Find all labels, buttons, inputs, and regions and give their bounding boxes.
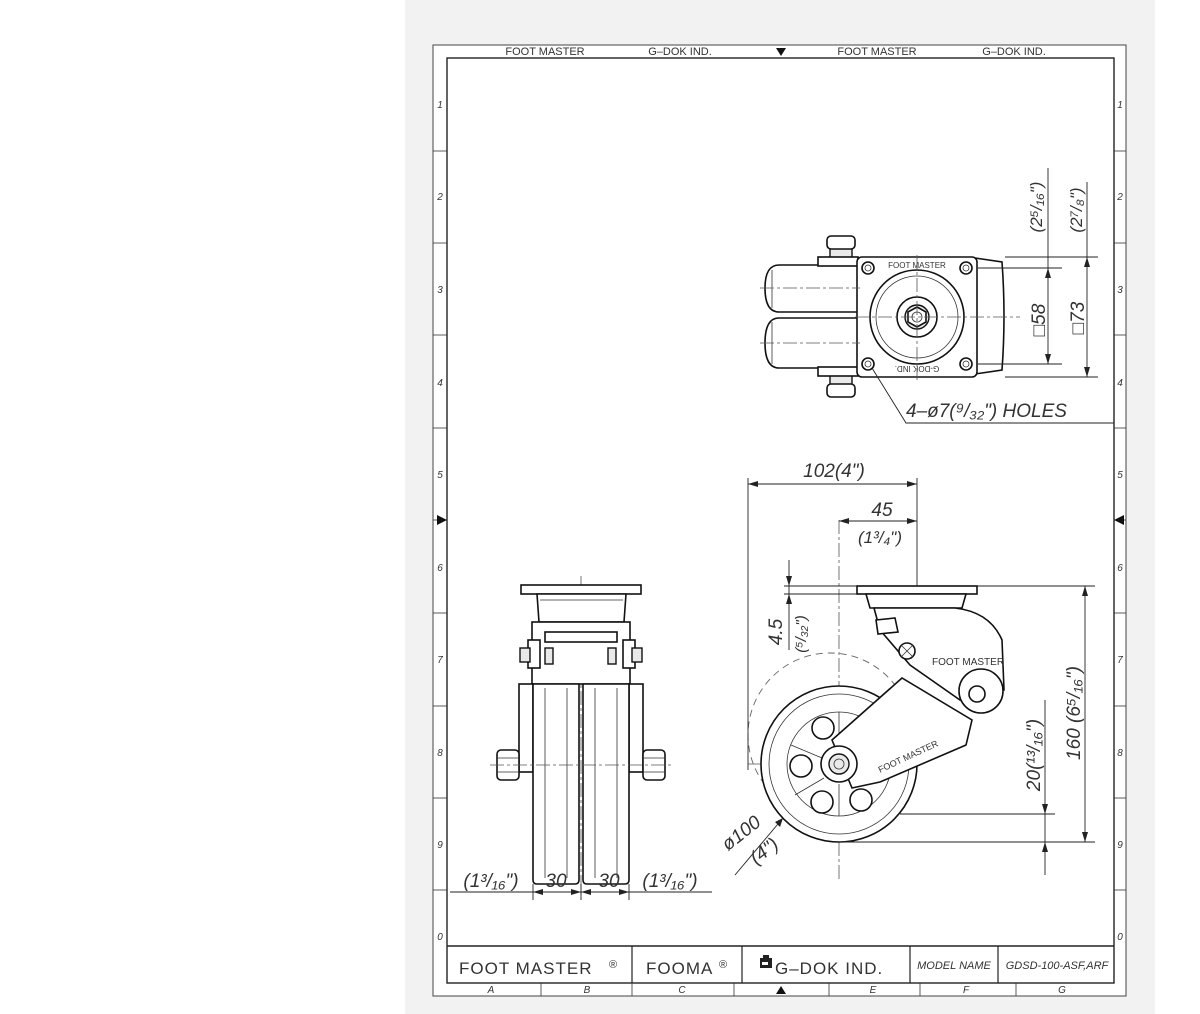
top-center-marker (776, 48, 786, 56)
title-brand2-mark: ® (719, 959, 727, 971)
dim-plate-inch: (⁵/₃₂") (793, 615, 810, 652)
top-label-2: G–DOK IND. (648, 46, 712, 58)
title-model-label: MODEL NAME (917, 960, 991, 972)
column-label: F (963, 985, 970, 996)
dim-offset: 45 (871, 500, 893, 521)
drawing-frame (432, 44, 1127, 997)
row-label: 1 (1117, 100, 1123, 111)
bottom-center-marker (776, 986, 786, 994)
dim-axle: 20(¹³/₁₆") (1024, 719, 1045, 792)
title-brand2: FOOMA (646, 959, 713, 978)
row-label: 1 (437, 100, 443, 111)
row-labels-right: 1 2 3 4 5 6 7 8 9 0 (1116, 100, 1123, 943)
row-label: 6 (437, 563, 443, 574)
front-dim-left-inch: (1³/₁₆") (463, 871, 518, 892)
right-center-marker (1114, 515, 1124, 525)
top-label-4: G–DOK IND. (982, 46, 1046, 58)
row-label: 2 (1116, 192, 1123, 203)
row-label: 9 (437, 840, 443, 851)
title-brand-mark: ® (609, 959, 617, 971)
row-label: 5 (1117, 470, 1123, 481)
dim-plate: 4.5 (766, 618, 787, 645)
side-view: FOOT MASTER FOOT MASTER 102(4") 45 (1³/₄… (718, 461, 1095, 880)
row-label: 8 (1117, 748, 1123, 759)
column-labels: A B C E F G (487, 985, 1066, 996)
row-label: 9 (1117, 840, 1123, 851)
title-brand: FOOT MASTER (459, 959, 592, 978)
row-label: 3 (1117, 285, 1123, 296)
title-model-value: GDSD-100-ASF,ARF (1006, 960, 1110, 972)
front-dim-right: 30 (598, 871, 620, 892)
title-company: G–DOK IND. (775, 959, 883, 978)
row-label: 4 (1117, 378, 1123, 389)
top-border-labels: FOOT MASTER G–DOK IND. FOOT MASTER G–DOK… (505, 46, 1045, 58)
row-label: 0 (437, 932, 443, 943)
dim-offset-total: 102(4") (803, 461, 865, 482)
side-label-arm: FOOT MASTER (932, 657, 1004, 668)
title-block: FOOT MASTER ® FOOMA ® G–DOK IND. MODEL N… (447, 945, 1114, 983)
front-dim-left: 30 (545, 871, 567, 892)
row-label: 4 (437, 378, 443, 389)
column-label: B (584, 985, 591, 996)
row-label: 7 (1117, 655, 1123, 666)
column-label: A (487, 985, 495, 996)
top-label-3: FOOT MASTER (837, 46, 916, 58)
holes-note: 4–ø7(⁹/₃₂") HOLES (906, 401, 1067, 422)
dim-height: 160 (6⁵/₁₆") (1064, 666, 1085, 760)
row-label: 3 (437, 285, 443, 296)
row-label: 8 (437, 748, 443, 759)
row-label: 6 (1117, 563, 1123, 574)
column-label: E (870, 985, 877, 996)
row-labels-left: 1 2 3 4 5 6 7 8 9 0 (436, 100, 443, 943)
row-label: 5 (437, 470, 443, 481)
plate-label-bottom: G-DOK IND. (895, 364, 939, 373)
company-logo-icon (760, 955, 772, 968)
row-label: 2 (436, 192, 443, 203)
column-label: C (678, 985, 686, 996)
dim-square-outer: □73 (1068, 301, 1089, 334)
front-view: (1³/₁₆") 30 30 (1³/₁₆") (450, 576, 712, 900)
top-label-1: FOOT MASTER (505, 46, 584, 58)
dim-inch-outer: (2⁷/₈") (1067, 187, 1086, 232)
top-view: FOOT MASTER G-DOK IND. □58 □73 (2⁵/₁₆") … (760, 168, 1114, 424)
dim-square-inner: □58 (1029, 303, 1050, 336)
column-label: G (1058, 985, 1066, 996)
row-label: 0 (1117, 932, 1123, 943)
dim-inch-inner: (2⁵/₁₆") (1027, 182, 1046, 233)
dim-offset-inch: (1³/₄") (858, 528, 902, 547)
front-dim-right-inch: (1³/₁₆") (642, 871, 697, 892)
left-center-marker (437, 515, 447, 525)
row-label: 7 (437, 655, 443, 666)
